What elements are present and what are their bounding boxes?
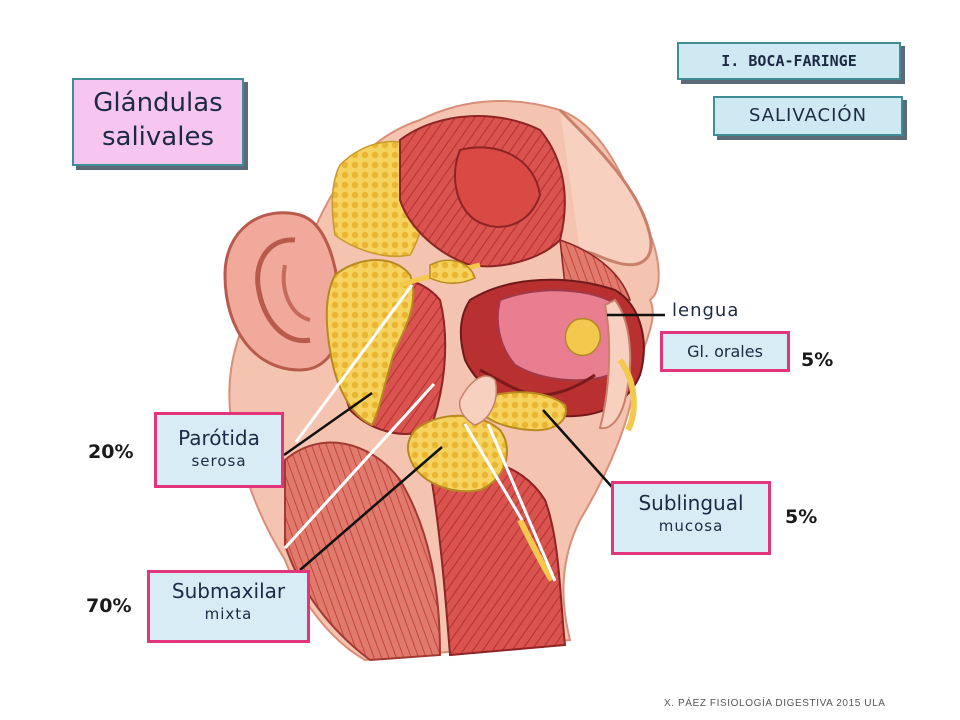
footer-credit: X. PÁEZ FISIOLOGÍA DIGESTIVA 2015 ULA	[664, 698, 886, 709]
parotida-type: serosa	[191, 452, 247, 470]
sublingual-pointer-white-1	[463, 423, 524, 521]
section-label: I. BOCA-FARINGE	[677, 42, 901, 80]
slide-title-line-1: Glándulas	[93, 88, 223, 118]
slide-title-box: Glándulas salivales	[72, 78, 244, 166]
parotida-name: Parótida	[178, 426, 260, 450]
parotida-percentage: 20%	[88, 441, 134, 463]
submaxilar-name: Submaxilar	[171, 579, 286, 603]
gl-orales-label: Gl. orales	[660, 331, 790, 372]
pointer-lines	[283, 284, 665, 582]
submaxilar-pointer-line	[299, 446, 443, 571]
sublingual-name: Sublingual	[638, 491, 744, 515]
sublingual-label-box: Sublingual mucosa	[611, 481, 771, 555]
submaxilar-label-box: Submaxilar mixta	[147, 570, 310, 643]
sublingual-percentage: 5%	[785, 506, 818, 528]
oral-cavity	[459, 278, 645, 432]
ear	[223, 211, 343, 372]
parotida-pointer-line	[283, 391, 373, 457]
submaxilar-type: mixta	[204, 605, 253, 623]
hyoid-jaw-bone	[517, 518, 555, 582]
facial-muscles	[399, 115, 632, 301]
parotida-pointer-white	[294, 284, 414, 443]
submaxilar-pointer-white	[283, 382, 436, 550]
orales-percentage: 5%	[801, 349, 834, 371]
lengua-label: lengua	[672, 300, 740, 321]
submaxilar-percentage: 70%	[86, 595, 132, 617]
parotida-label-box: Parótida serosa	[154, 412, 284, 488]
nose	[558, 108, 653, 267]
neck-muscles	[284, 441, 567, 662]
sublingual-type: mucosa	[658, 517, 724, 535]
sublingual-gland	[458, 375, 567, 432]
topic-label: SALIVACIÓN	[713, 96, 903, 136]
slide-title-line-2: salivales	[101, 122, 214, 152]
sublingual-pointer-line	[542, 409, 613, 488]
sublingual-pointer-white-2	[486, 423, 557, 582]
